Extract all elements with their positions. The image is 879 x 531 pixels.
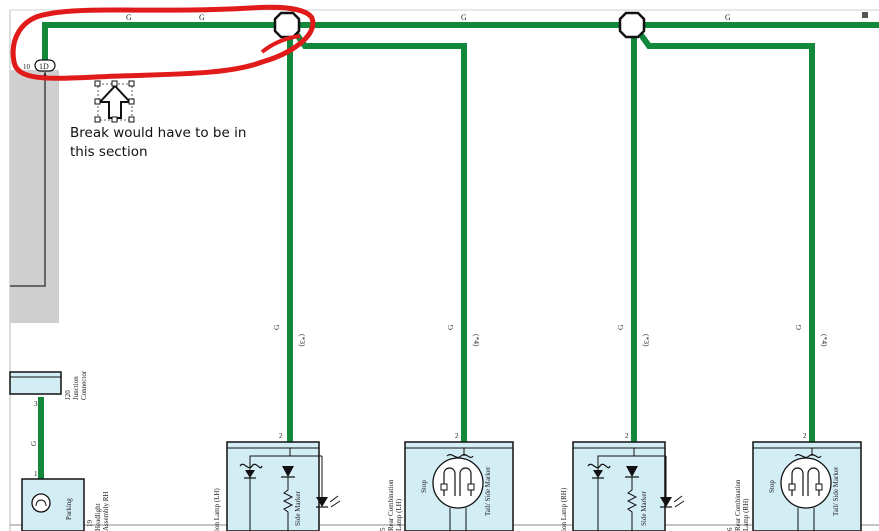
splice-point-1: [273, 11, 301, 39]
stop-label: Stop: [768, 480, 776, 493]
rear-combination-lamp-lh: [404, 441, 514, 531]
top-wire-label: G: [126, 13, 132, 22]
headlight-box: [21, 478, 85, 531]
tail-label: Tail/ Side Marker: [484, 466, 492, 516]
headlight-name: Assembly RH: [102, 492, 110, 531]
component-code: 6: [726, 527, 734, 531]
panel-wire: [10, 72, 46, 287]
top-wire-label: G: [725, 13, 731, 22]
component-element-label: Side Marker: [640, 491, 648, 526]
top-wire-label: G: [199, 13, 205, 22]
component-pin: 2: [803, 432, 807, 440]
gray-panel: [10, 70, 59, 323]
connector-code: 1D: [39, 62, 49, 71]
tail-label: Tail/ Side Marker: [832, 466, 840, 516]
scroll-up-marker[interactable]: [862, 12, 868, 18]
drop-option-label: (*4): [472, 334, 481, 347]
bottom-wire-pin: 1: [34, 470, 38, 478]
component-side-label: Lamp (RH): [742, 498, 750, 531]
bulb-icon: [31, 493, 51, 513]
drop-wire-label: G: [446, 324, 455, 330]
junction-connector-pin: 3: [34, 400, 38, 408]
bottom-wire-label: G: [30, 441, 38, 446]
component-element-label: Side Marker: [294, 491, 302, 526]
stop-label: Stop: [420, 480, 428, 493]
drop-wire-2: [287, 23, 467, 442]
drop-wire-4: [631, 23, 815, 442]
side-marker-lamp-lh: [226, 441, 341, 531]
drop-option-label: (*4): [820, 334, 829, 347]
highlight-loop-tail: [260, 34, 301, 54]
green-wires: [38, 22, 879, 480]
bulb-filament: [35, 499, 47, 507]
up-arrow-icon[interactable]: [94, 80, 135, 123]
side-marker-lamp-rh: [572, 441, 685, 531]
connector-badge: [34, 59, 56, 72]
pin-number: 10: [23, 63, 31, 71]
component-side-label: Lamp (LH): [395, 498, 403, 531]
component-pin: 2: [279, 432, 283, 440]
top-wire-label: G: [461, 13, 467, 22]
headlight-code: 19: [86, 520, 94, 528]
headlight-name: Headlight: [94, 503, 102, 531]
junction-connector-label: Junction: [72, 376, 80, 400]
component-pin: 2: [455, 432, 459, 440]
highlight-loop: [10, 4, 316, 81]
annotation-text[interactable]: Break would have to be in this section: [70, 125, 247, 160]
junction-connector-name: J20: [64, 390, 72, 400]
drop-wire-label: G: [272, 324, 281, 330]
drop-option-label: (*3): [642, 334, 651, 347]
main-bus-wire: [42, 22, 879, 64]
component-side-label: ion Lamp (RH): [560, 487, 568, 531]
rear-combination-lamp-rh: [752, 441, 862, 531]
junction-connector-label: Connector: [80, 370, 88, 400]
junction-connector-box: [9, 371, 62, 395]
splice-point-2: [618, 11, 646, 39]
component-code: 5: [379, 527, 387, 531]
drop-wire-label: G: [794, 324, 803, 330]
component-side-label: Rear Combination: [734, 479, 742, 531]
headlight-bulb-label: Parking: [65, 498, 73, 520]
component-side-label: Rear Combination: [387, 479, 395, 531]
drop-wire-label: G: [616, 324, 625, 330]
component-pin: 2: [625, 432, 629, 440]
component-side-label: ion Lamp (LH): [213, 488, 221, 531]
drop-option-label: (*3): [298, 334, 307, 347]
